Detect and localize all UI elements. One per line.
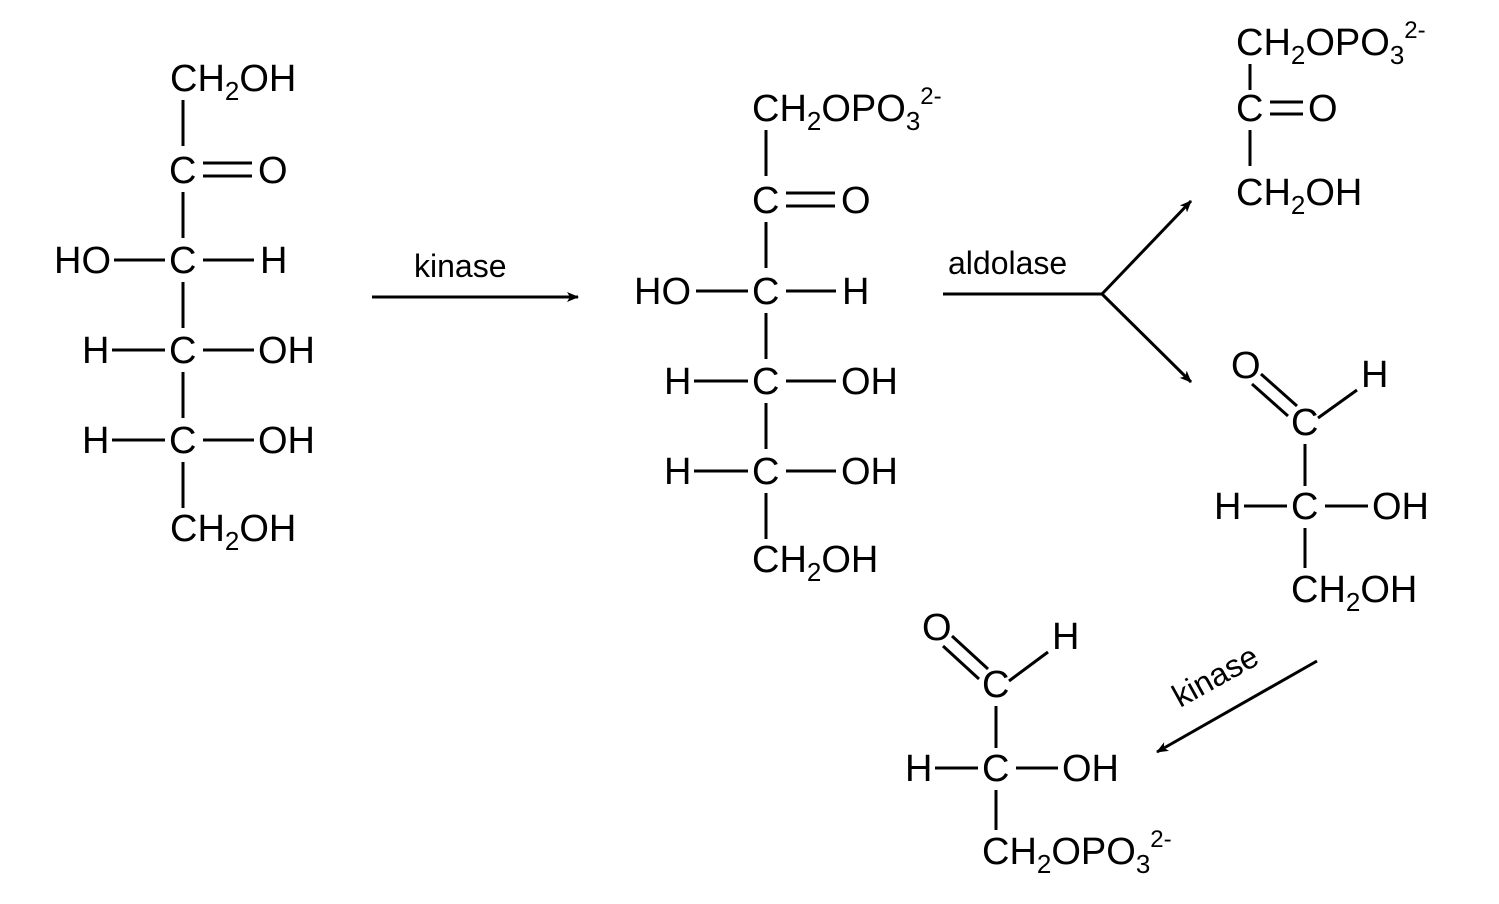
fructose-c5-right: OH (258, 420, 315, 462)
g3p-c1: C (982, 664, 1009, 706)
gly-c2: C (1291, 486, 1318, 528)
fp-bottom-group: CH2OH (752, 539, 878, 587)
fp-c2: C (752, 180, 779, 222)
dhap-c2: C (1236, 88, 1263, 130)
fructose-top-group: CH2OH (170, 58, 296, 106)
aldolase-arrow: aldolase (943, 199, 1193, 384)
bond (1008, 650, 1049, 683)
dhap-c2-oxygen: O (1308, 88, 1338, 130)
g3p-c2-left: H (905, 748, 932, 790)
kinase-arrow-1: kinase (372, 248, 579, 302)
gly-aldehyde-h: H (1361, 354, 1388, 396)
fp-c5: C (752, 451, 779, 493)
arrow-branch-up (1100, 199, 1193, 296)
fp-c3: C (752, 271, 779, 313)
double-bond (950, 634, 990, 671)
dhap-bottom-group: CH2OH (1236, 172, 1362, 220)
fp-c5-right: OH (841, 451, 898, 493)
fp-c4: C (752, 361, 779, 403)
kinase-arrow-2: kinase (1156, 638, 1318, 754)
fp-c2-oxygen: O (841, 180, 871, 222)
bond (1317, 388, 1358, 420)
fructose-c3-right: H (260, 240, 287, 282)
g3p-aldehyde-h: H (1052, 616, 1079, 658)
dhap-molecule: CH2OPO32- C O CH2OH (1236, 17, 1426, 220)
fructose-molecule: CH2OH C O HO C H H C OH H C OH CH2OH (54, 58, 315, 556)
gly-c1: C (1291, 402, 1318, 444)
g3p-c2: C (982, 748, 1009, 790)
gly-aldehyde-oxygen: O (1231, 345, 1261, 387)
arrow-line (1156, 659, 1318, 754)
fructose-bottom-group: CH2OH (170, 508, 296, 556)
fructose-c2-oxygen: O (258, 150, 288, 192)
double-bond (1251, 382, 1289, 418)
fructose-c4-right: OH (258, 330, 315, 372)
fp-c5-left: H (664, 451, 691, 493)
glyceraldehyde-molecule: O H C H C OH CH2OH (1214, 345, 1429, 617)
double-bond (1260, 372, 1298, 408)
gly-c2-right: OH (1372, 486, 1429, 528)
fructose-c5-left: H (82, 420, 109, 462)
fp-c4-right: OH (841, 361, 898, 403)
fructose-c3-left: HO (54, 240, 111, 282)
g3p-bottom-group: CH2OPO32- (982, 826, 1172, 879)
double-bond (941, 644, 981, 681)
fructose-c2: C (169, 150, 196, 192)
fructose-phosphate-molecule: CH2OPO32- C O HO C H H C OH H C OH CH2OH (634, 83, 942, 587)
gly-c2-left: H (1214, 486, 1241, 528)
kinase-label-2: kinase (1166, 638, 1264, 714)
fp-top-group: CH2OPO32- (752, 83, 942, 136)
gly-bottom-group: CH2OH (1291, 569, 1417, 617)
fructose-c4-left: H (82, 330, 109, 372)
fructose-c4: C (169, 330, 196, 372)
kinase-label-1: kinase (414, 248, 507, 284)
fp-c3-right: H (842, 271, 869, 313)
fp-c3-left: HO (634, 271, 691, 313)
g3p-c2-right: OH (1062, 748, 1119, 790)
g3p-aldehyde-oxygen: O (922, 607, 952, 649)
fructose-c3: C (169, 240, 196, 282)
fructose-c5: C (169, 420, 196, 462)
aldolase-label: aldolase (948, 245, 1067, 281)
arrow-branch-down (1100, 292, 1193, 384)
dhap-top-group: CH2OPO32- (1236, 17, 1426, 70)
fp-c4-left: H (664, 361, 691, 403)
g3p-molecule: O H C H C OH CH2OPO32- (905, 607, 1172, 879)
